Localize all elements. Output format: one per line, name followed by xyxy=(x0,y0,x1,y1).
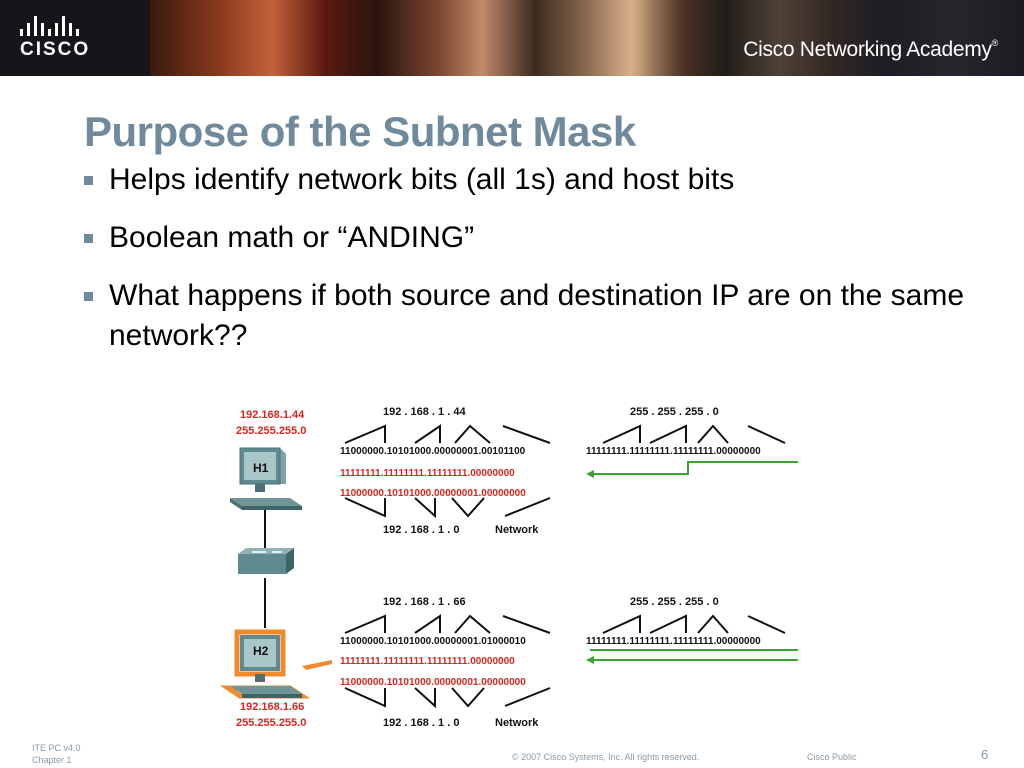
bullet-text: Helps identify network bits (all 1s) and… xyxy=(109,163,735,196)
h1-arrow-head xyxy=(586,470,594,478)
h1-result-brackets xyxy=(344,497,551,519)
cisco-logo-bars-icon xyxy=(20,16,130,36)
h2-ip-binary: 11000000.10101000.00000001.01000010 xyxy=(340,636,526,647)
h2-result-brackets xyxy=(344,687,551,709)
h2-mask-brackets xyxy=(602,614,786,634)
switch-icon xyxy=(238,548,294,574)
h2-ip-brackets xyxy=(344,614,551,634)
banner-shade xyxy=(640,0,1024,76)
footer-classification: Cisco Public xyxy=(807,752,857,762)
h1-ip-octets: 192 . 168 . 1 . 44 xyxy=(383,406,466,418)
h2-green-arrow xyxy=(590,649,798,661)
h1-mask-brackets xyxy=(602,424,786,444)
bullet-square-icon xyxy=(84,292,93,301)
footer-copyright: © 2007 Cisco Systems, Inc. All rights re… xyxy=(512,752,700,762)
slide-title: Purpose of the Subnet Mask xyxy=(84,108,636,155)
h1-label: H1 xyxy=(253,461,269,475)
bullet-text: What happens if both source and destinat… xyxy=(109,279,964,352)
h2-arrow-head xyxy=(586,656,594,664)
h2-and-binary: 11000000.10101000.00000001.00000000 xyxy=(340,677,526,688)
bullet-text: Boolean math or “ANDING” xyxy=(109,221,475,254)
h1-subnet-mask: 255.255.255.0 xyxy=(236,425,307,437)
h1-ip-address: 192.168.1.44 xyxy=(240,409,305,421)
bullet-item: Boolean math or “ANDING” xyxy=(84,218,984,258)
bullet-item: Helps identify network bits (all 1s) and… xyxy=(84,160,984,200)
academy-name: Cisco Networking Academy® xyxy=(743,38,998,62)
h1-green-arrow xyxy=(592,461,798,475)
header-banner: CISCO Cisco Networking Academy® xyxy=(0,0,1024,76)
h1-ip-brackets xyxy=(344,424,551,444)
h2-mask-binary: 11111111.11111111.11111111.00000000 xyxy=(340,656,515,667)
h1-mask-binary: 11111111.11111111.11111111.00000000 xyxy=(340,468,515,479)
registered-mark: ® xyxy=(991,38,999,48)
page-number: 6 xyxy=(981,747,989,762)
academy-name-text: Cisco Networking Academy xyxy=(743,38,992,61)
h1-mask-octets: 255 . 255 . 255 . 0 xyxy=(630,406,719,418)
footer-course-info: ITE PC v4.0 Chapter 1 xyxy=(32,742,81,766)
footer-course: ITE PC v4.0 xyxy=(32,743,81,753)
anding-diagram: 192.168.1.44 255.255.255.0 H1 192 . 168 … xyxy=(220,398,820,738)
cisco-logo-text: CISCO xyxy=(20,39,91,60)
bullet-square-icon xyxy=(84,176,93,185)
h1-computer-icon xyxy=(230,447,302,510)
h2-subnet-mask: 255.255.255.0 xyxy=(236,717,307,729)
h1-ip-binary: 11000000.10101000.00000001.00101100 xyxy=(340,446,526,457)
h2-mask-binary-right: 11111111.11111111.11111111.00000000 xyxy=(586,636,761,647)
diagram-graphics xyxy=(220,424,798,709)
bullet-square-icon xyxy=(84,234,93,243)
h2-label: H2 xyxy=(253,644,269,658)
h2-computer-icon xyxy=(220,629,332,699)
h2-ip-octets: 192 . 168 . 1 . 66 xyxy=(383,596,466,608)
h1-network-label: Network xyxy=(495,524,539,536)
bullet-item: What happens if both source and destinat… xyxy=(84,276,984,356)
h2-ip-address: 192.168.1.66 xyxy=(240,701,305,713)
h1-and-binary: 11000000.10101000.00000001.00000000 xyxy=(340,488,526,499)
h1-result-octets: 192 . 168 . 1 . 0 xyxy=(383,524,460,536)
h2-result-octets: 192 . 168 . 1 . 0 xyxy=(383,717,460,729)
footer-chapter: Chapter 1 xyxy=(32,755,72,765)
cisco-logo: CISCO xyxy=(20,16,130,62)
bullet-list: Helps identify network bits (all 1s) and… xyxy=(84,160,984,374)
h2-network-label: Network xyxy=(495,717,539,729)
h1-mask-binary-right: 11111111.11111111.11111111.00000000 xyxy=(586,446,761,457)
h2-mask-octets: 255 . 255 . 255 . 0 xyxy=(630,596,719,608)
